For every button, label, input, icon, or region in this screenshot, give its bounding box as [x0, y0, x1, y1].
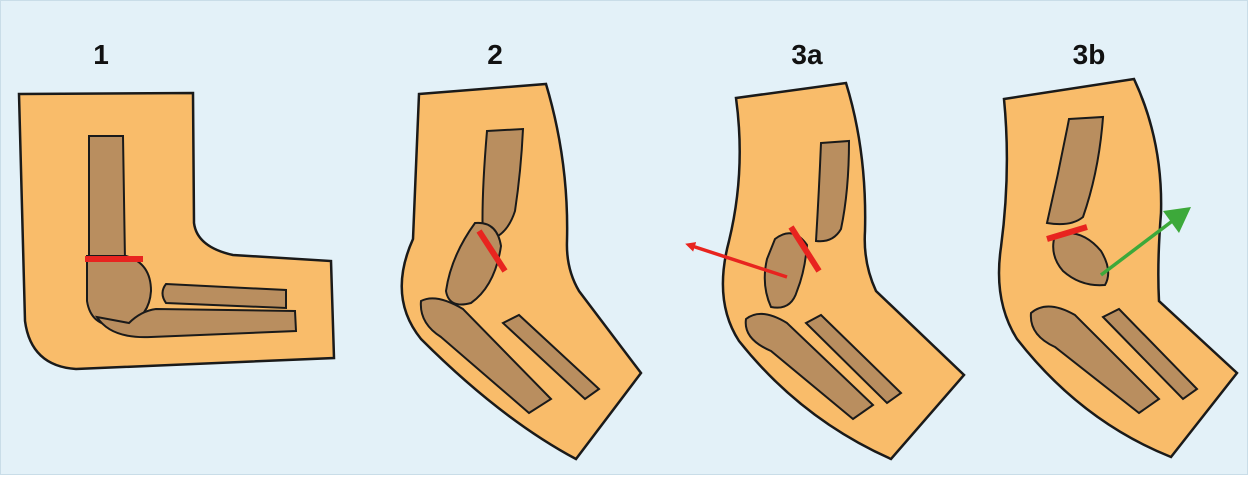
arm-silhouette-3b	[999, 79, 1237, 457]
anterior-displacement-arrow-head	[1163, 207, 1191, 233]
humerus-1	[89, 136, 125, 261]
panel-2-elbow	[402, 84, 641, 459]
panel-3a-elbow	[689, 83, 964, 459]
panel-1-elbow	[19, 93, 334, 369]
panel-3b-elbow	[999, 79, 1237, 457]
